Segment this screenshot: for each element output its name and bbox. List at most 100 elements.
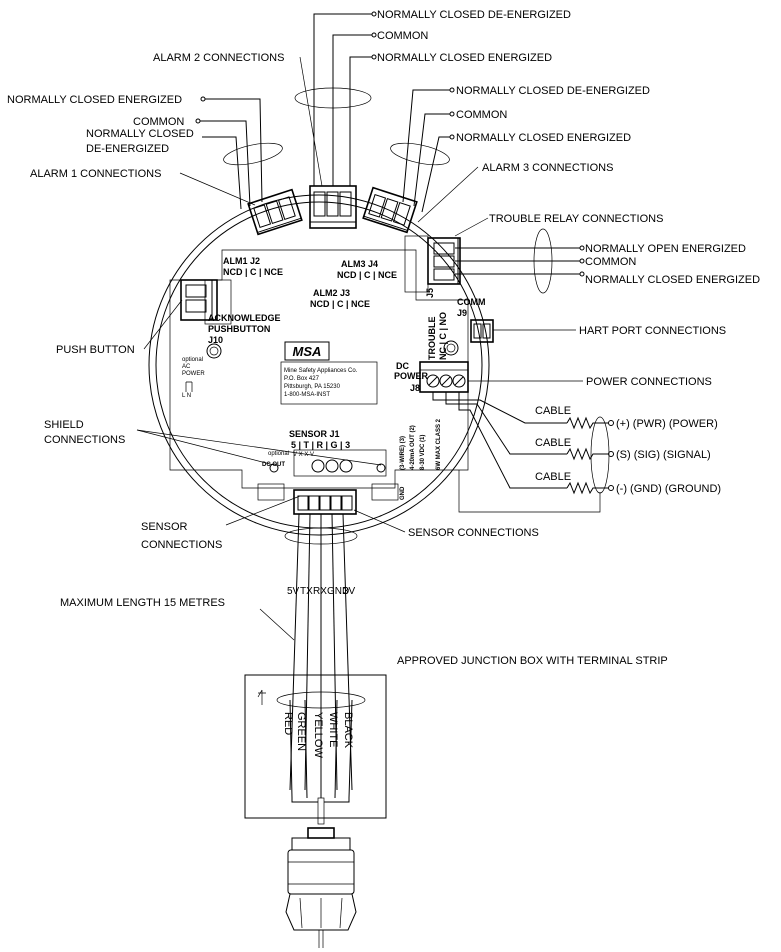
label-max-length: MAXIMUM LENGTH 15 METRES — [60, 597, 225, 609]
ac-power-label: AC — [182, 364, 191, 370]
label-alarm1-connections: ALARM 1 CONNECTIONS — [30, 168, 161, 180]
pushbutton-knob — [206, 343, 222, 359]
sensor-jumper-area — [269, 449, 387, 477]
msa-nameplate: MSA Mine Safety Appliances Co. P.O. Box … — [280, 341, 378, 405]
wire-label-top: GND — [327, 586, 349, 597]
company-name: Mine Safety Appliances Co. — [284, 368, 358, 374]
alm1-pin-labels: NCD | C | NCE — [223, 267, 283, 277]
label-terminals — [195, 11, 585, 277]
alm3-j4-label: ALM3 J4 — [341, 259, 378, 269]
ac-power-label-2: POWER — [182, 371, 205, 377]
label-trouble-relay-connections: TROUBLE RELAY CONNECTIONS — [489, 213, 663, 225]
junction-box — [244, 674, 387, 825]
alm1-j2-label: ALM1 J2 — [223, 256, 260, 266]
label-left-nc-deenergized-1: NORMALLY CLOSED — [86, 128, 194, 140]
three-wire-label: (3-WIRE) (3) — [400, 436, 406, 470]
label-cable-3: CABLE — [535, 471, 571, 483]
label-alarm3-connections: ALARM 3 CONNECTIONS — [482, 162, 613, 174]
label-cable-2: CABLE — [535, 437, 571, 449]
trouble-label: TROUBLE — [427, 317, 437, 361]
sensor-j1-label: SENSOR J1 — [289, 429, 340, 439]
acknowledge-pushbutton-block — [180, 279, 232, 325]
label-power-gnd: (-) (GND) (GROUND) — [616, 483, 721, 495]
alarm2-terminal-block — [309, 185, 357, 229]
sensor-terminal-block — [293, 489, 357, 515]
label-top-nc-energized: NORMALLY CLOSED ENERGIZED — [377, 52, 552, 64]
max-class-label: 6W MAX CLASS 2 — [436, 418, 442, 470]
wire-label-junction: BLACK — [342, 712, 354, 749]
acknowledge-label: ACKNOWLEDGE — [208, 313, 281, 323]
company-phone: 1-800-MSA-INST — [284, 392, 330, 398]
j9-label: J9 — [457, 308, 467, 318]
company-po-box: P.O. Box 427 — [284, 376, 320, 382]
dc-power-label-1: DC — [396, 361, 409, 371]
dc-out-terminals — [257, 483, 399, 501]
wire-label-junction: GREEN — [295, 712, 307, 751]
label-hart-port-connections: HART PORT CONNECTIONS — [579, 325, 726, 337]
company-city: Pittsburgh, PA 15230 — [284, 384, 341, 390]
label-power-connections: POWER CONNECTIONS — [586, 376, 712, 388]
cable-resistors — [566, 416, 614, 495]
wire-label-top: 5V — [287, 586, 300, 597]
label-right-common: COMMON — [456, 109, 507, 121]
label-cable-1: CABLE — [535, 405, 571, 417]
label-push-button: PUSH BUTTON — [56, 344, 135, 356]
label-top-common: COMMON — [377, 30, 428, 42]
msa-logo: MSA — [293, 344, 322, 359]
label-left-common: COMMON — [133, 116, 184, 128]
alm2-pin-labels: NCD | C | NCE — [310, 299, 370, 309]
trouble-pin-labels: NC | C | NO — [438, 312, 448, 360]
label-right-nc-deenergized: NORMALLY CLOSED DE-ENERGIZED — [456, 85, 650, 97]
label-trouble-no-energized: NORMALLY OPEN ENERGIZED — [585, 243, 746, 255]
wire-label-junction: YELLOW — [312, 712, 324, 758]
label-sensor-connections-left-2: CONNECTIONS — [141, 539, 222, 551]
label-right-nc-energized: NORMALLY CLOSED ENERGIZED — [456, 132, 631, 144]
pushbutton-label: PUSHBUTTON — [208, 324, 270, 334]
j10-label: J10 — [208, 335, 223, 345]
alarm3-terminal-block — [362, 186, 418, 234]
ac-power-optional: optional — [182, 357, 203, 363]
label-left-nc-energized: NORMALLY CLOSED ENERGIZED — [7, 94, 182, 106]
dc-power-label-2: POWER — [394, 371, 429, 381]
wire-label-top: 3V — [343, 586, 356, 597]
alm2-j3-label: ALM2 J3 — [313, 288, 350, 298]
gnd-label: GND — [400, 486, 406, 500]
sensor-pin-sublabels: V X X V — [293, 452, 314, 458]
ac-ln-label: L N — [182, 393, 191, 399]
label-shield-connections-2: CONNECTIONS — [44, 434, 125, 446]
hart-port-block — [470, 319, 494, 343]
label-sensor-connections-right: SENSOR CONNECTIONS — [408, 527, 539, 539]
label-top-nc-deenergized: NORMALLY CLOSED DE-ENERGIZED — [377, 9, 571, 21]
wire-label-junction: RED — [282, 712, 294, 735]
enclosure — [148, 194, 490, 536]
j5-label: J5 — [425, 288, 435, 298]
leader-lines — [136, 13, 610, 791]
label-trouble-common: COMMON — [585, 256, 636, 268]
trouble-relay-terminal-block — [404, 235, 461, 293]
dc-out-optional: optional — [268, 451, 289, 457]
wire-label-junction: WHITE — [327, 712, 339, 747]
power-terminal-block — [419, 361, 469, 393]
wire-label-top: TX — [300, 586, 313, 597]
alm3-pin-labels: NCD | C | NCE — [337, 270, 397, 280]
label-junction-box: APPROVED JUNCTION BOX WITH TERMINAL STRI… — [397, 655, 668, 667]
label-power-pos: (+) (PWR) (POWER) — [616, 418, 718, 430]
label-shield-connections-1: SHIELD — [44, 419, 84, 431]
label-alarm2-connections: ALARM 2 CONNECTIONS — [153, 52, 284, 64]
vdc-label: 8-30 VDC (1) — [420, 435, 426, 470]
label-trouble-nc-energized: NORMALLY CLOSED ENERGIZED — [585, 274, 760, 286]
label-power-sig: (S) (SIG) (SIGNAL) — [616, 449, 711, 461]
trouble-knob — [443, 340, 459, 356]
comm-label: COMM — [457, 297, 486, 307]
four-twenty-out-label: 4-20mA OUT (2) — [410, 425, 416, 470]
alarm1-terminal-block — [247, 188, 303, 236]
label-left-nc-deenergized-2: DE-ENERGIZED — [86, 143, 169, 155]
j8-label: J8 — [410, 383, 420, 393]
sensor-pin-labels: 5 | T | R | G | 3 — [291, 440, 350, 450]
sensor-head — [285, 827, 357, 948]
wire-label-top: RX — [313, 586, 327, 597]
label-sensor-connections-left-1: SENSOR — [141, 521, 188, 533]
